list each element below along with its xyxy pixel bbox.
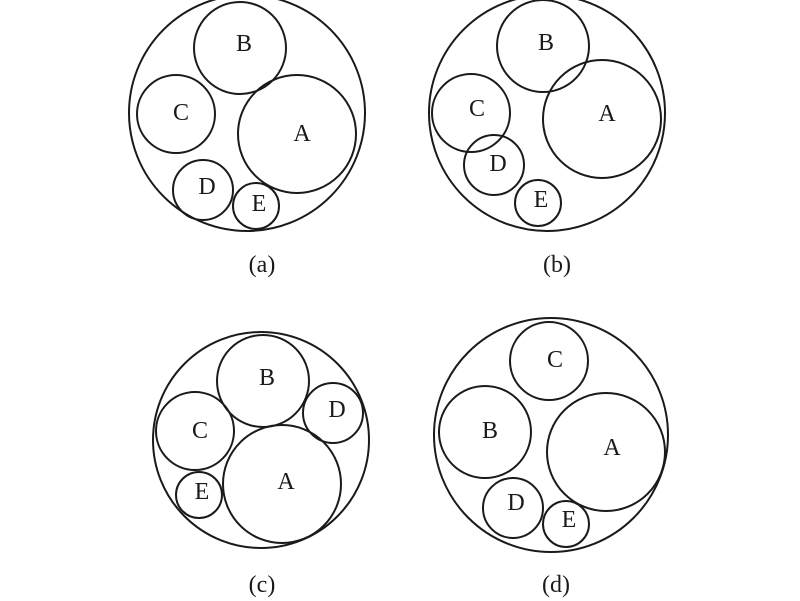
container-circle — [128, 0, 366, 232]
circle-label: B — [259, 365, 275, 391]
circle-label: B — [482, 418, 498, 444]
circle-label: E — [562, 507, 577, 533]
circle-label: B — [236, 31, 252, 57]
circle-c — [431, 73, 511, 153]
circle-label: D — [198, 174, 215, 200]
panel-d: A B C D E (d) — [433, 317, 669, 598]
circle-d — [463, 134, 525, 196]
panel-b: A B C D E (b) — [428, 0, 666, 278]
circle-label: A — [598, 101, 616, 127]
circle-d — [172, 159, 234, 221]
circle-label: C — [173, 100, 189, 126]
circle-a — [222, 424, 342, 544]
circle-c — [155, 391, 235, 471]
panel-caption: (a) — [249, 252, 276, 278]
circle-c — [136, 74, 216, 154]
circle-label: B — [538, 30, 554, 56]
container-circle — [428, 0, 666, 232]
circle-a — [237, 74, 357, 194]
circle-label: D — [328, 397, 345, 423]
circle-d — [302, 382, 364, 444]
panel-c: A B C D E (c) — [152, 331, 370, 598]
container-circle — [433, 317, 669, 553]
circle-e — [542, 500, 590, 548]
circle-d — [482, 477, 544, 539]
circle-label: E — [534, 187, 549, 213]
circle-a — [546, 392, 666, 512]
container-circle — [152, 331, 370, 549]
circle-label: C — [547, 347, 563, 373]
panel-a: A B C D E (a) — [128, 0, 366, 278]
circle-e — [514, 179, 562, 227]
circle-b — [216, 334, 310, 428]
panel-caption: (c) — [249, 572, 276, 598]
circle-c — [509, 321, 589, 401]
circle-label: D — [507, 490, 524, 516]
circle-b — [193, 1, 287, 95]
circle-label: A — [603, 435, 621, 461]
circle-e — [232, 182, 280, 230]
circle-label: E — [252, 191, 267, 217]
circle-label: E — [195, 479, 210, 505]
panel-caption: (b) — [543, 252, 571, 278]
circle-label: C — [192, 418, 208, 444]
circle-label: D — [489, 151, 506, 177]
circle-b — [438, 385, 532, 479]
circle-label: C — [469, 96, 485, 122]
panel-caption: (d) — [542, 572, 570, 598]
circle-e — [175, 471, 223, 519]
circle-a — [542, 59, 662, 179]
circle-label: A — [293, 121, 311, 147]
circle-label: A — [277, 469, 295, 495]
circle-b — [496, 0, 590, 93]
